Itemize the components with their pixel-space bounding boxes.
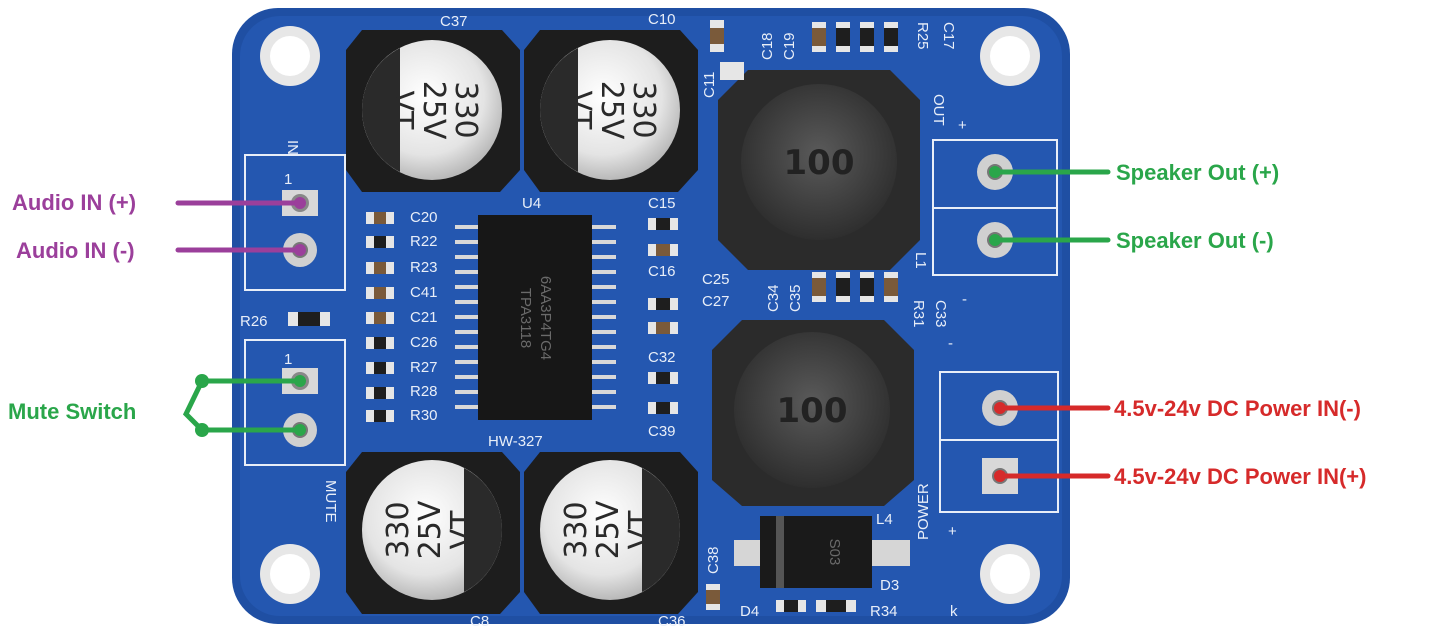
svg-text:C10: C10: [648, 11, 676, 28]
svg-text:k: k: [950, 603, 958, 620]
svg-text:D4: D4: [740, 603, 759, 620]
capacitor-c36: 330 25V VT: [524, 452, 698, 614]
svg-text:+: +: [948, 523, 957, 540]
svg-text:R22: R22: [410, 233, 438, 250]
amplifier-chip: 6AA3P4TG4 TPA3118: [455, 215, 616, 420]
annotation-lines: [175, 169, 1111, 479]
svg-text:C8: C8: [470, 613, 489, 630]
svg-text:OUT: OUT: [930, 94, 947, 126]
svg-text:C32: C32: [648, 349, 676, 366]
svg-text:C25: C25: [702, 271, 730, 288]
svg-text:R25: R25: [914, 22, 931, 50]
silkscreen-labels: C37 C10 C18 C19 R25 C17 C11 OUT + IN 1 C…: [240, 11, 967, 630]
label-power-in-neg: 4.5v-24v DC Power IN(-): [1114, 396, 1361, 421]
svg-text:C26: C26: [410, 334, 438, 351]
svg-text:U4: U4: [522, 195, 541, 212]
svg-text:R23: R23: [410, 259, 438, 276]
svg-text:6AA3P4TG4: 6AA3P4TG4: [537, 276, 554, 360]
svg-text:C34: C34: [765, 284, 782, 312]
svg-text:-: -: [962, 291, 967, 308]
label-power-in-pos: 4.5v-24v DC Power IN(+): [1114, 464, 1366, 489]
svg-text:25V: 25V: [413, 500, 448, 559]
svg-text:+: +: [958, 117, 967, 134]
svg-text:VT: VT: [384, 91, 419, 131]
svg-text:R28: R28: [410, 383, 438, 400]
annotation-dots: [195, 166, 1006, 482]
svg-text:C38: C38: [705, 546, 722, 574]
svg-text:-: -: [948, 335, 953, 352]
capacitor-c10: 330 25V VT: [524, 30, 698, 192]
label-mute-switch: Mute Switch: [8, 399, 136, 424]
svg-text:1: 1: [284, 171, 292, 188]
svg-text:HW-327: HW-327: [488, 433, 543, 450]
svg-text:C27: C27: [702, 293, 730, 310]
svg-text:C21: C21: [410, 309, 438, 326]
svg-text:MUTE: MUTE: [322, 480, 339, 523]
svg-text:TPA3118: TPA3118: [517, 288, 534, 348]
svg-text:R26: R26: [240, 313, 268, 330]
label-speaker-out-pos: Speaker Out (+): [1116, 160, 1279, 185]
svg-text:C17: C17: [940, 22, 957, 50]
mounting-holes: [260, 26, 1040, 604]
svg-text:330: 330: [448, 81, 483, 138]
svg-text:D3: D3: [880, 577, 899, 594]
svg-text:C35: C35: [787, 284, 804, 312]
svg-text:C41: C41: [410, 284, 438, 301]
svg-text:C39: C39: [648, 423, 676, 440]
svg-text:IN: IN: [284, 140, 301, 155]
svg-text:C19: C19: [781, 32, 798, 60]
svg-text:L4: L4: [876, 511, 893, 528]
svg-text:C36: C36: [658, 613, 686, 630]
svg-text:330: 330: [626, 81, 661, 138]
svg-text:330: 330: [381, 501, 416, 558]
svg-text:C37: C37: [440, 13, 468, 30]
svg-text:VT: VT: [445, 510, 480, 550]
inductor-bottom: 100: [712, 320, 914, 506]
svg-text:C15: C15: [648, 195, 676, 212]
svg-text:VT: VT: [623, 510, 658, 550]
label-audio-in-neg: Audio IN (-): [16, 238, 135, 263]
svg-text:R27: R27: [410, 359, 438, 376]
svg-text:100: 100: [777, 391, 848, 431]
svg-text:R34: R34: [870, 603, 898, 620]
silkscreen-outlines: [244, 139, 1059, 513]
svg-text:VT: VT: [562, 91, 597, 131]
svg-text:S03: S03: [826, 539, 843, 566]
svg-text:25V: 25V: [594, 81, 629, 140]
svg-text:C18: C18: [759, 32, 776, 60]
diode-d3: S03: [734, 516, 910, 588]
svg-text:POWER: POWER: [915, 483, 932, 540]
svg-text:C11: C11: [701, 72, 718, 98]
svg-text:1: 1: [284, 351, 292, 368]
svg-text:100: 100: [784, 143, 855, 183]
svg-text:R31: R31: [910, 300, 927, 328]
inductor-top: 100: [718, 70, 920, 270]
svg-text:R30: R30: [410, 407, 438, 424]
svg-text:25V: 25V: [591, 500, 626, 559]
smd-components: [288, 20, 898, 612]
svg-text:L1: L1: [912, 252, 929, 269]
svg-text:25V: 25V: [416, 81, 451, 140]
capacitor-c8: 330 25V VT: [346, 452, 520, 614]
label-audio-in-pos: Audio IN (+): [12, 190, 136, 215]
svg-text:C33: C33: [932, 300, 949, 328]
svg-text:330: 330: [559, 501, 594, 558]
svg-text:C20: C20: [410, 209, 438, 226]
label-speaker-out-neg: Speaker Out (-): [1116, 228, 1274, 253]
capacitor-c37: 330 25V VT: [346, 30, 520, 192]
svg-text:C16: C16: [648, 263, 676, 280]
